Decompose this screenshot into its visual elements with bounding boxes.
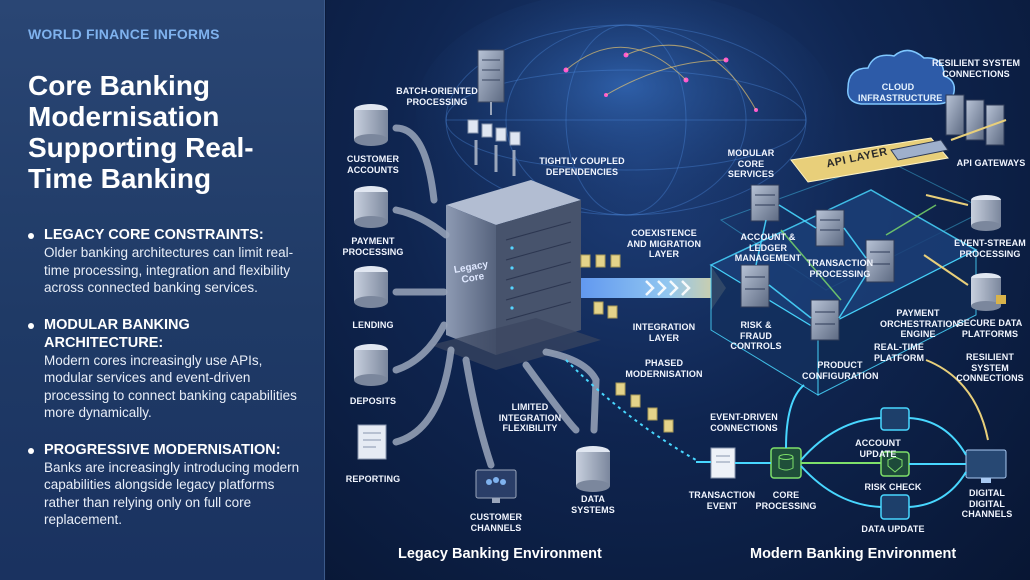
right-connectors (923, 119, 1007, 441)
globe-glow (416, 0, 836, 230)
label-customer-channels: CUSTOMER CHANNELS (469, 512, 523, 533)
label-batch-processing: BATCH-ORIENTED PROCESSING (396, 86, 478, 107)
label-integration-layer: INTEGRATION LAYER (632, 322, 696, 343)
label-transaction-event: TRANSACTION EVENT (688, 490, 756, 511)
transaction-event-icon (710, 447, 736, 479)
point-modular-architecture: MODULAR BANKING ARCHITECTURE: Modern cor… (28, 316, 302, 422)
label-limited-integration: LIMITED INTEGRATION FLEXIBILITY (498, 402, 562, 433)
label-phased-modernisation: PHASED MODERNISATION (625, 358, 703, 379)
module-servers (740, 184, 895, 341)
brand-label: WORLD FINANCE INFORMS (28, 26, 220, 42)
label-resilient-top: RESILIENT SYSTEM CONNECTIONS (931, 58, 1021, 79)
migration-arrow (581, 266, 726, 310)
point-body: Older banking architectures can limit re… (44, 245, 294, 295)
point-heading: MODULAR BANKING ARCHITECTURE: (44, 316, 190, 351)
page-title: Core Banking Modernisation Supporting Re… (28, 70, 254, 194)
label-tightly-coupled: TIGHTLY COUPLED DEPENDENCIES (539, 156, 625, 177)
globe-grid (445, 24, 807, 216)
label-core-processing: CORE PROCESSING (755, 490, 817, 511)
label-account-ledger: ACCOUNT & LEDGER MANAGEMENT (734, 232, 802, 263)
label-modular-core: MODULAR CORE SERVICES (727, 148, 775, 179)
reporting-document-icon (357, 424, 387, 460)
label-transaction-processing: TRANSACTION PROCESSING (806, 258, 874, 279)
label-cloud-infrastructure: CLOUD INFRASTRUCTURE (858, 82, 943, 103)
label-payment-orchestration: PAYMENT ORCHESTRATION ENGINE (880, 308, 960, 339)
account-update-node-icon (880, 407, 910, 431)
label-resilient-bottom: RESILIENT SYSTEM CONNECTIONS (956, 352, 1024, 383)
lending-db-icon (354, 266, 388, 308)
point-body: Banks are increasingly introducing moder… (44, 459, 300, 528)
customer-channels-monitor-icon (475, 469, 517, 503)
label-payment-processing: PAYMENT PROCESSING (342, 236, 404, 257)
event-stream-db-icon (971, 195, 1001, 231)
secure-data-db-icon (971, 273, 1006, 311)
customer-accounts-db-icon (354, 104, 388, 146)
legacy-connection-arrows (392, 124, 600, 469)
diagram-graphics (354, 0, 1007, 520)
point-body: Modern cores increasingly use APIs, modu… (44, 352, 297, 421)
label-event-stream: EVENT-STREAM PROCESSING (954, 238, 1026, 259)
point-progressive-modernisation: PROGRESSIVE MODERNISATION: Banks are inc… (28, 441, 302, 529)
legacy-core-server (431, 180, 601, 370)
modern-platform (709, 159, 988, 396)
globe-arcs (565, 44, 757, 111)
payment-processing-db-icon (354, 186, 388, 228)
label-lending: LENDING (352, 320, 394, 330)
batch-arrows (474, 140, 516, 176)
architecture-diagram: BATCH-ORIENTED PROCESSING CUSTOMER ACCOU… (326, 0, 1030, 580)
label-customer-accounts: CUSTOMER ACCOUNTS (346, 154, 400, 175)
label-real-time-platform: REAL-TIME PLATFORM (873, 342, 925, 363)
label-coexistence-layer: COEXISTENCE AND MIGRATION LAYER (626, 228, 702, 259)
label-event-driven: EVENT-DRIVEN CONNECTIONS (710, 412, 778, 433)
label-data-systems: DATA SYSTEMS (571, 494, 615, 515)
api-gateway-icon (890, 139, 949, 161)
core-processing-node-icon (770, 447, 802, 479)
label-digital-channels: DIGITAL DIGITAL CHANNELS (961, 488, 1013, 519)
data-systems-db-icon (576, 446, 610, 492)
label-data-update: DATA UPDATE (861, 524, 925, 534)
batch-documents-icon (467, 119, 521, 146)
info-panel: WORLD FINANCE INFORMS Core Banking Moder… (0, 0, 325, 580)
label-risk-check: RISK CHECK (864, 482, 922, 492)
resilient-servers-icon (945, 94, 1005, 146)
legacy-environment-label: Legacy Banking Environment (398, 546, 602, 562)
digital-channels-monitor-icon (965, 449, 1007, 483)
label-deposits: DEPOSITS (349, 396, 397, 406)
label-product-configuration: PRODUCT CONFIGURATION (802, 360, 879, 381)
label-reporting: REPORTING (345, 474, 401, 484)
deposits-db-icon (354, 344, 388, 386)
module-links (755, 204, 867, 319)
label-api-gateways: API GATEWAYS (956, 158, 1026, 168)
label-account-update: ACCOUNT UPDATE (855, 438, 901, 459)
modern-environment-label: Modern Banking Environment (750, 546, 957, 562)
migration-documents-icon (580, 254, 674, 433)
data-update-node-icon (880, 494, 910, 520)
batch-server-icon (477, 49, 505, 115)
label-risk-fraud: RISK & FRAUD CONTROLS (730, 320, 782, 351)
point-heading: LEGACY CORE CONSTRAINTS: (44, 227, 264, 243)
cloud-icon (847, 49, 956, 105)
point-heading: PROGRESSIVE MODERNISATION: (44, 441, 281, 458)
label-secure-data: SECURE DATA PLATFORMS (957, 318, 1023, 339)
point-legacy-constraints: LEGACY CORE CONSTRAINTS: Older banking a… (28, 226, 302, 297)
key-points-list: LEGACY CORE CONSTRAINTS: Older banking a… (28, 226, 302, 529)
